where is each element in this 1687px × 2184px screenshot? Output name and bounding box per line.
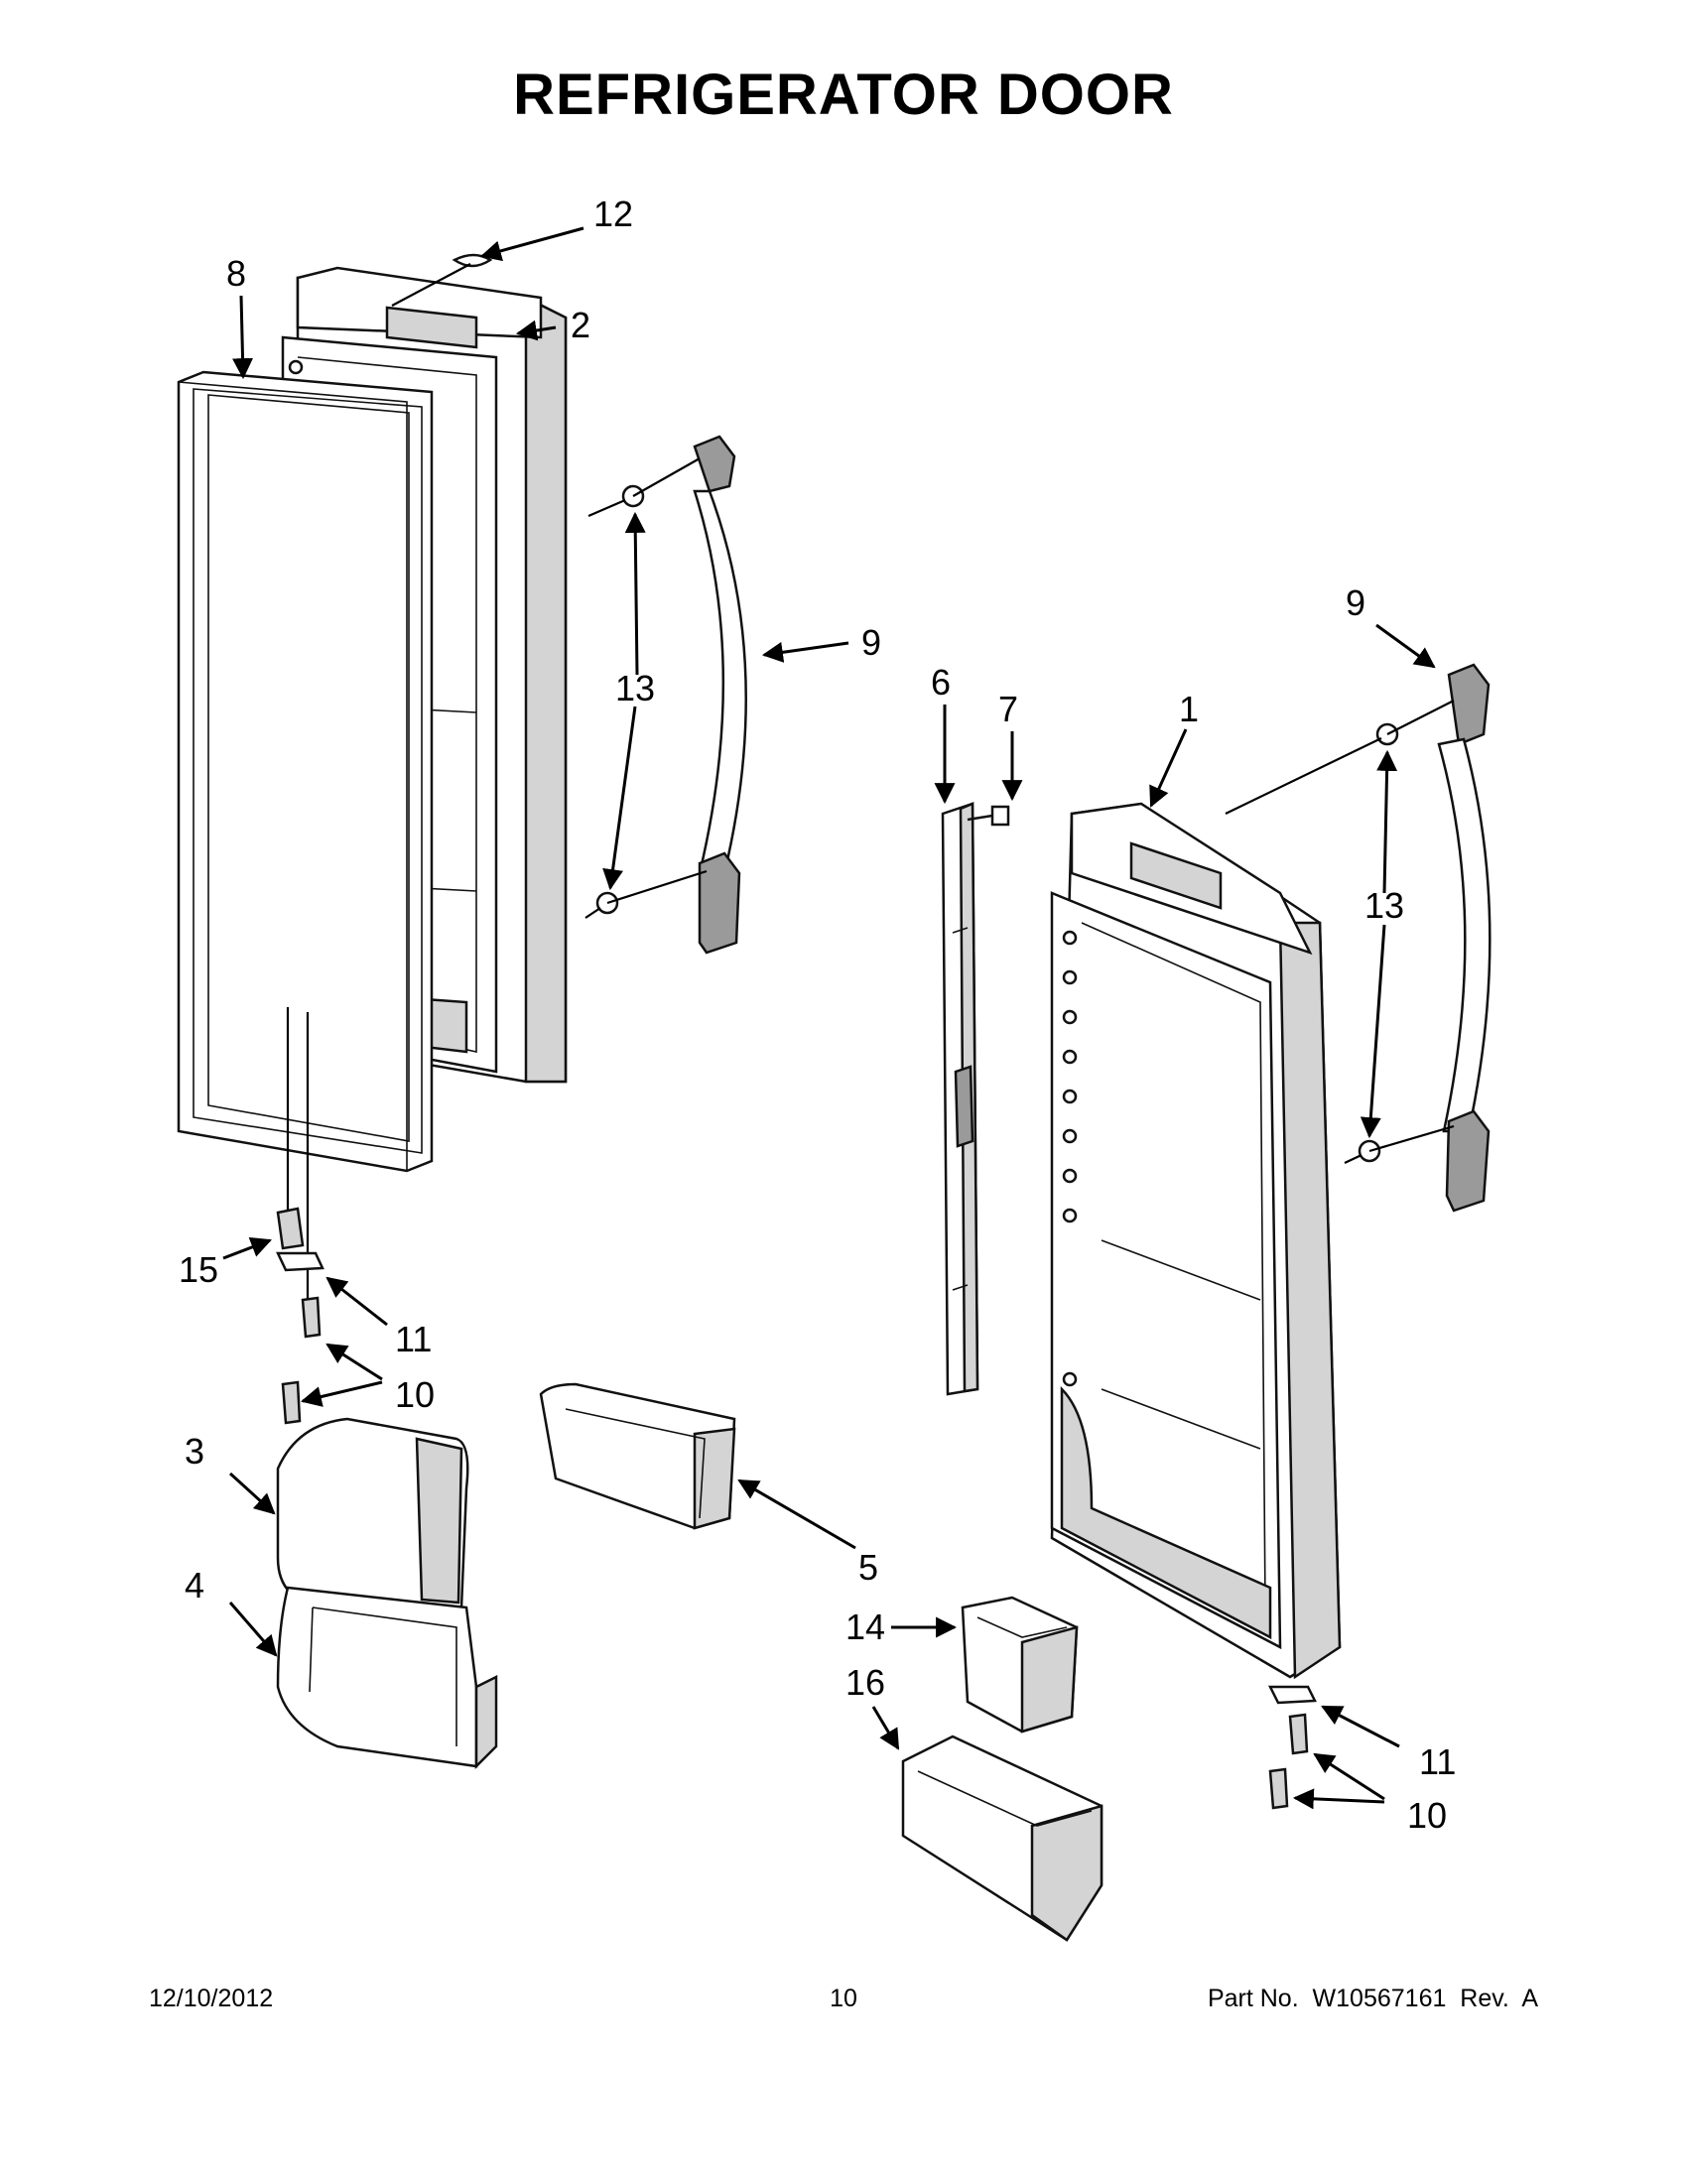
- callout-4: 4: [185, 1565, 204, 1606]
- footer-page-number: 10: [830, 1985, 857, 2012]
- callout-16: 16: [845, 1662, 885, 1703]
- hinge-screws-part-10-right: [1268, 1713, 1309, 1810]
- left-door-handle: [693, 435, 747, 955]
- callout-11-left: 11: [395, 1319, 432, 1359]
- dairy-bin-part-4: [276, 1586, 498, 1770]
- right-door-handle: [1437, 663, 1492, 1213]
- callout-6: 6: [931, 662, 951, 703]
- callout-11-right: 11: [1419, 1741, 1456, 1782]
- screw-part-7: [967, 805, 1010, 827]
- callout-2: 2: [571, 305, 590, 345]
- hinge-shim-part-11: [276, 1251, 324, 1272]
- ice-bin-part-14: [961, 1596, 1079, 1734]
- callout-13-left: 13: [615, 668, 655, 708]
- callout-10-right: 10: [1407, 1795, 1447, 1836]
- callout-7: 7: [998, 689, 1018, 729]
- callout-5: 5: [858, 1547, 878, 1588]
- page-title: REFRIGERATOR DOOR: [513, 63, 1174, 127]
- callout-14: 14: [845, 1606, 885, 1647]
- callout-8: 8: [226, 253, 246, 294]
- footer-part-number: Part No. W10567161 Rev. A: [1207, 1985, 1538, 2012]
- door-stop-part-6: [941, 802, 979, 1396]
- right-door-assembly: [1050, 802, 1342, 1680]
- hinge-bushing-part-15: [276, 1207, 305, 1250]
- callout-13-right: 13: [1364, 885, 1404, 926]
- footer-date: 12/10/2012: [149, 1985, 274, 2012]
- callout-labels: 12 2 8 9 13 6 7 1 9 13 15 11 10 3 4 5 14…: [179, 193, 1456, 1836]
- hinge-screws-part-10-left: [281, 1296, 322, 1425]
- callout-9-right: 9: [1346, 582, 1365, 623]
- callout-10-left: 10: [395, 1374, 435, 1415]
- callout-9-left: 9: [861, 622, 881, 663]
- ice-bin-part-16: [901, 1734, 1103, 1942]
- hinge-shim-part-11-right: [1267, 1685, 1317, 1705]
- door-bin-part-5: [539, 1382, 736, 1530]
- callout-leaders: [222, 226, 1436, 1810]
- right-handle-mount-screws: [1358, 722, 1399, 1163]
- callout-12: 12: [593, 193, 633, 234]
- callout-1: 1: [1179, 689, 1199, 729]
- callout-15: 15: [179, 1249, 218, 1290]
- callout-3: 3: [185, 1431, 204, 1472]
- door-gasket: [177, 370, 434, 1173]
- dairy-door-part-3: [276, 1417, 469, 1609]
- right-door-bin-studs: [1062, 930, 1078, 1387]
